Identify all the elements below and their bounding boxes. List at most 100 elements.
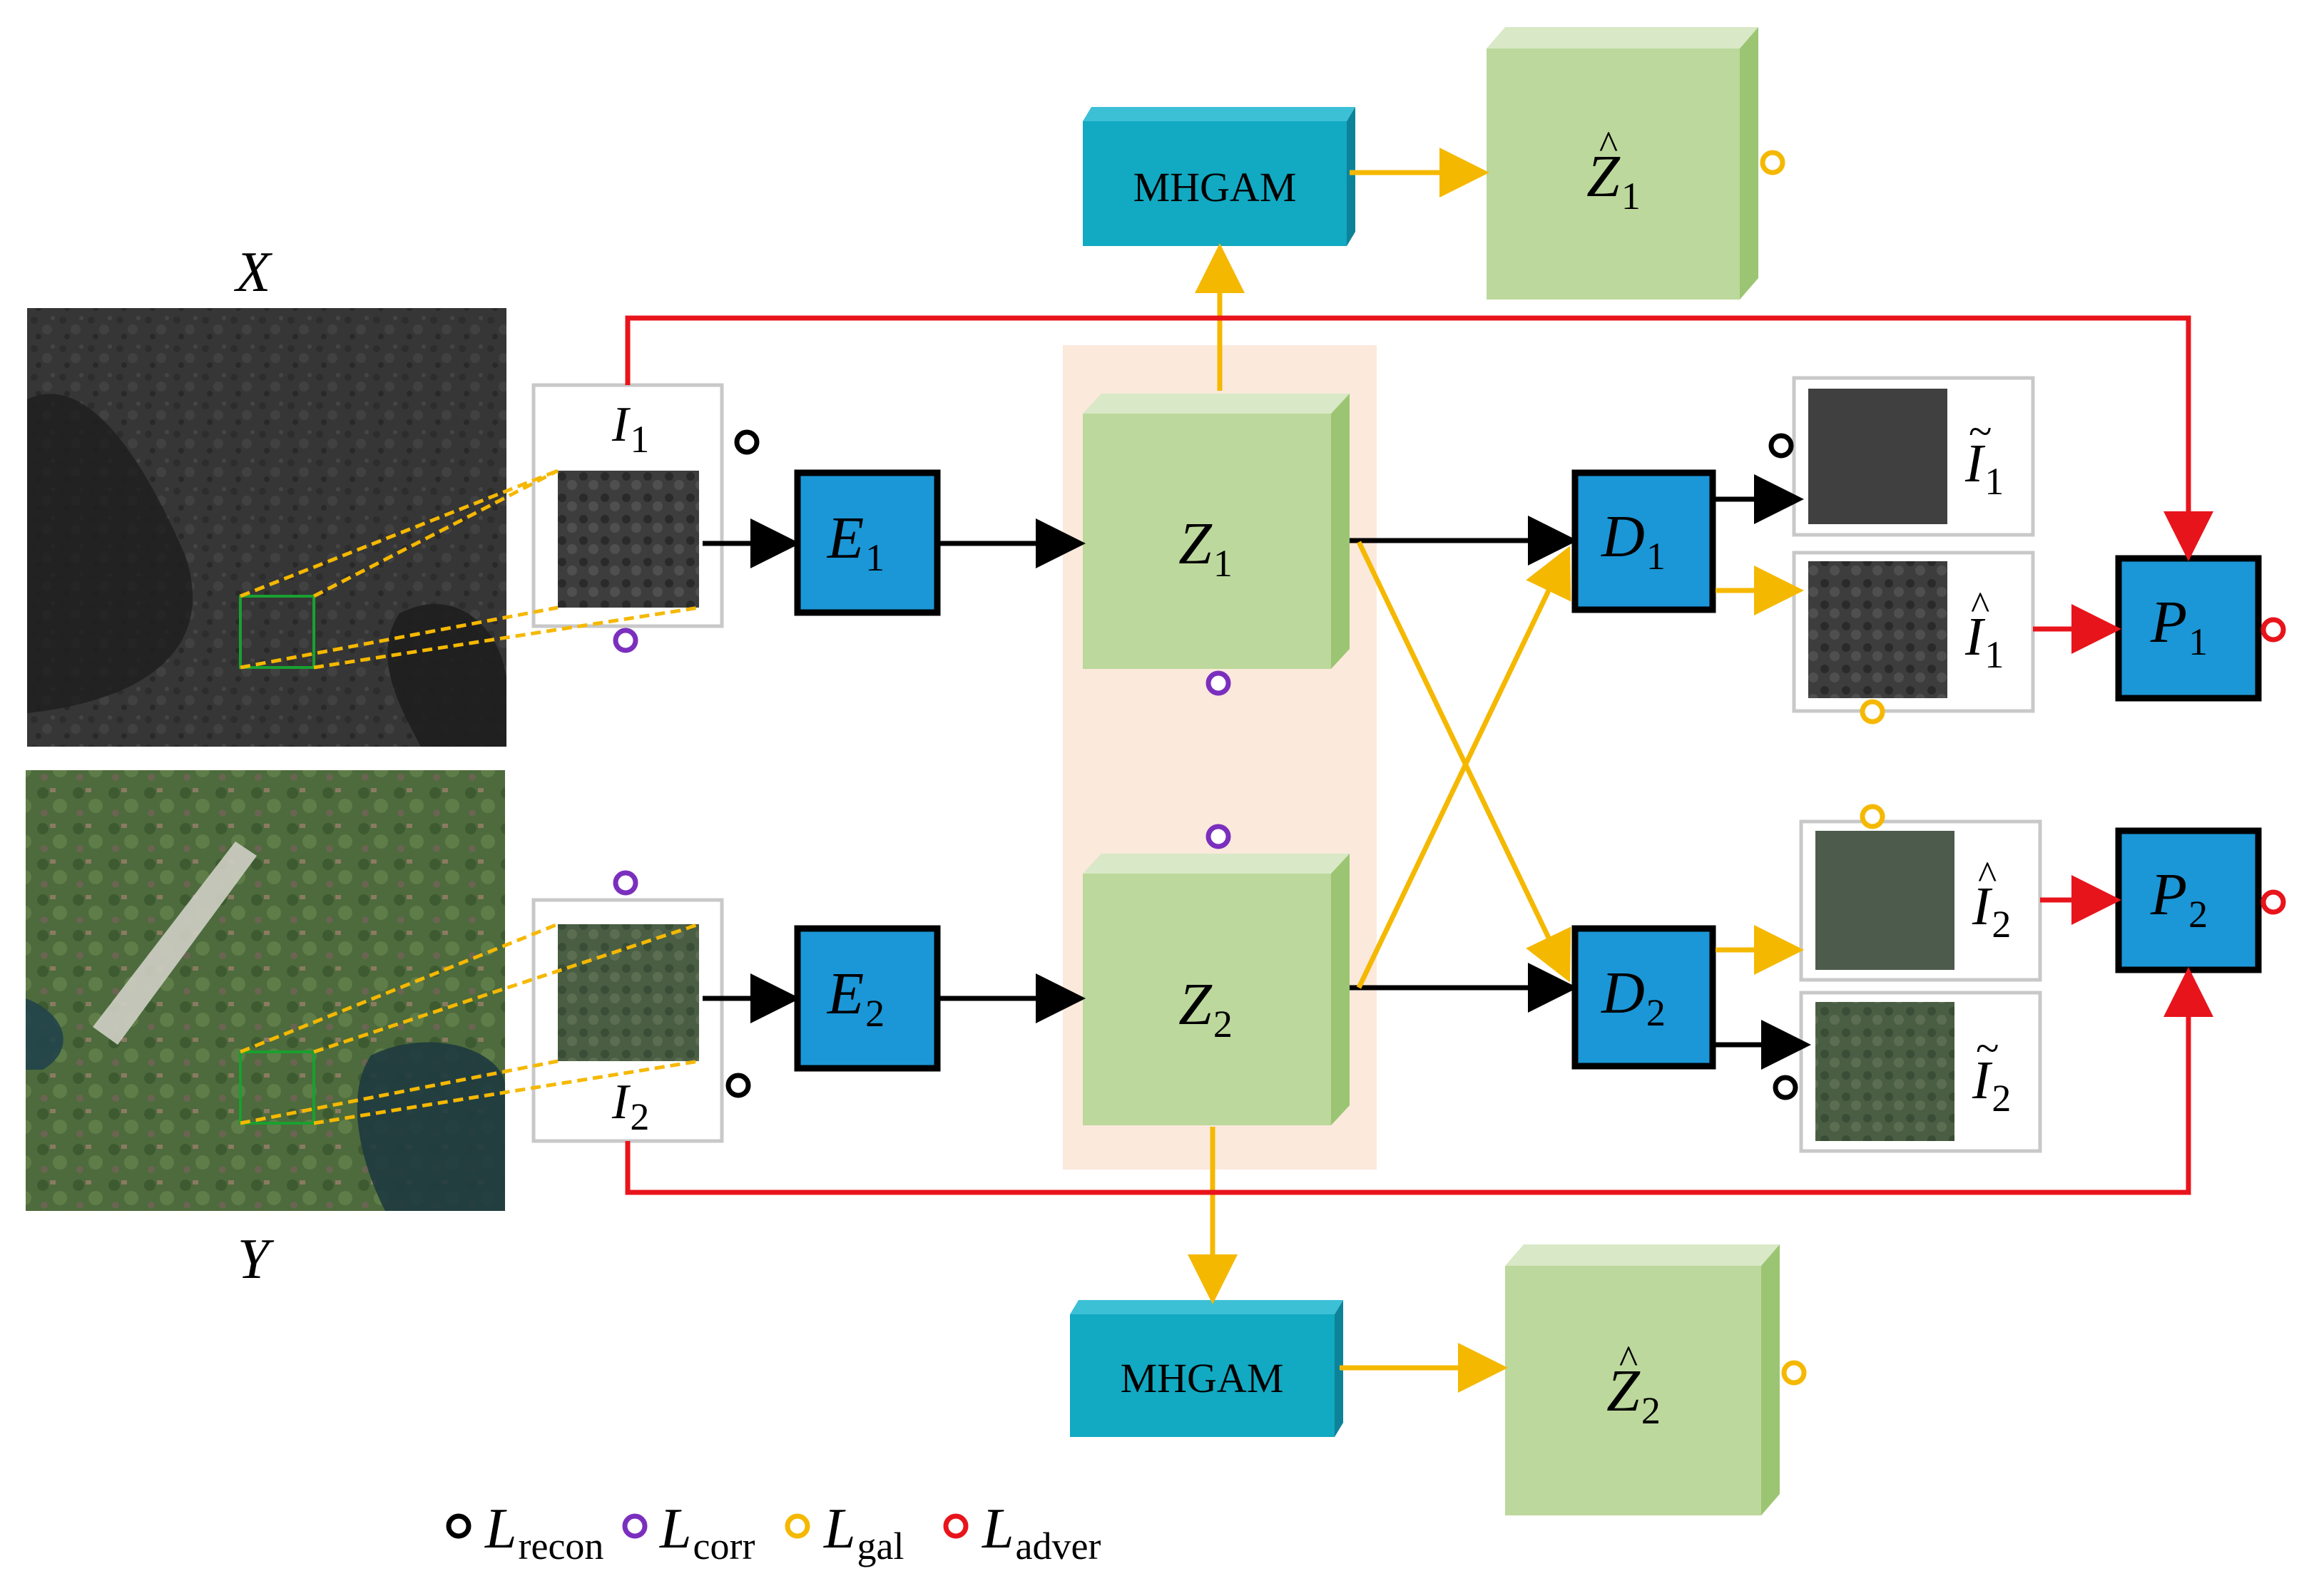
loss-gal-marker-zhat2 bbox=[1781, 1360, 1807, 1386]
zhat-bottom-accent: ^ bbox=[1619, 1338, 1638, 1382]
discriminator-p1-label: P1 bbox=[2150, 589, 2208, 663]
loss-adver-marker-p2 bbox=[2260, 889, 2286, 915]
arrows-yellow bbox=[1188, 148, 1804, 1393]
loss-corr-marker-z1 bbox=[1205, 670, 1231, 696]
latent-z2-top bbox=[1083, 854, 1350, 874]
zhat-top: Z1 ^ bbox=[1487, 27, 1758, 300]
legend-adver-label: Ladver bbox=[982, 1498, 1101, 1567]
zhat-bottom-top bbox=[1505, 1244, 1780, 1266]
output-i2-tilde-accent: ~ bbox=[1976, 1025, 1999, 1072]
encoder-e2-box bbox=[794, 925, 941, 1072]
zhat-bottom-label: Z2 bbox=[1606, 1358, 1661, 1432]
decoder-d2-label: D2 bbox=[1601, 960, 1666, 1034]
image-x-label: X bbox=[234, 241, 273, 304]
output-i1-hat: I1 ^ bbox=[1792, 551, 2035, 713]
sar-crop-marker bbox=[239, 595, 315, 669]
loss-gal-marker-i2-hat bbox=[1860, 804, 1885, 829]
latent-z1: Z1 bbox=[1083, 394, 1350, 669]
legend-item-corr: Lcorr bbox=[622, 1498, 755, 1567]
zhat-top-accent: ^ bbox=[1599, 123, 1618, 168]
zhat-top-label: Z1 bbox=[1586, 143, 1641, 218]
encoder-e2-label: E2 bbox=[827, 961, 885, 1035]
decoder-d2: D2 bbox=[1571, 925, 1716, 1070]
arrows-black bbox=[703, 474, 1811, 1070]
zhat-top-top bbox=[1487, 27, 1758, 48]
patch-i2-label: I2 bbox=[611, 1075, 649, 1138]
zoom-lines-x bbox=[240, 469, 700, 670]
zhat-bottom: Z2 ^ bbox=[1505, 1244, 1780, 1515]
legend-recon-label: Lrecon bbox=[484, 1498, 603, 1567]
patch-i1-image bbox=[558, 471, 699, 608]
arrow-z2-d1 bbox=[1356, 546, 1571, 989]
mhgam-bottom-top bbox=[1070, 1300, 1343, 1314]
legend-corr-label: Lcorr bbox=[659, 1498, 755, 1567]
arrow-i1-p1 bbox=[625, 315, 2213, 561]
mhgam-bottom-label: MHGAM bbox=[1121, 1355, 1284, 1401]
latent-z1-front bbox=[1083, 414, 1331, 669]
output-i1-tilde: I1 ~ bbox=[1792, 376, 2035, 537]
legend-gal-label: Lgal bbox=[823, 1498, 904, 1567]
latent-z2-label: Z2 bbox=[1178, 971, 1233, 1045]
mhgam-top-top bbox=[1083, 107, 1355, 121]
legend-gal-marker bbox=[785, 1513, 810, 1539]
discriminator-p2-label: P2 bbox=[2150, 861, 2208, 936]
optical-runway bbox=[93, 842, 257, 1045]
patch-i1: I1 bbox=[531, 383, 724, 628]
patch-i2-image bbox=[558, 924, 699, 1061]
loss-recon-marker-i1-tilde bbox=[1768, 433, 1794, 459]
loss-gal-marker-i1-hat bbox=[1860, 699, 1885, 725]
loss-gal-marker-zhat1 bbox=[1760, 150, 1785, 175]
discriminator-p2: P2 bbox=[2115, 827, 2262, 973]
optical-water-region bbox=[357, 1042, 505, 1211]
loss-recon-marker-i2-tilde bbox=[1773, 1075, 1798, 1100]
mhgam-top: MHGAM bbox=[1083, 107, 1355, 246]
output-i2-hat: I2 ^ bbox=[1799, 819, 2042, 982]
zoom-lines-y bbox=[240, 922, 700, 1125]
mhgam-top-front bbox=[1083, 121, 1347, 246]
optical-water-region-2 bbox=[26, 998, 63, 1070]
latent-z1-label: Z1 bbox=[1178, 511, 1233, 585]
arrows-red bbox=[625, 315, 2213, 1195]
legend-item-gal: Lgal bbox=[785, 1498, 904, 1567]
patch-i1-label: I1 bbox=[611, 397, 649, 461]
optical-crop-marker bbox=[239, 1050, 315, 1125]
output-i2-tilde: I2 ~ bbox=[1799, 991, 2042, 1153]
latent-z1-side bbox=[1331, 394, 1350, 669]
loss-recon-marker-i2 bbox=[725, 1073, 751, 1098]
mhgam-top-label: MHGAM bbox=[1133, 164, 1297, 210]
sar-water-region bbox=[27, 394, 193, 713]
output-i2-tilde-image bbox=[1815, 1002, 1954, 1141]
zhat-top-side bbox=[1740, 27, 1758, 300]
decoder-d1-label: D1 bbox=[1601, 503, 1666, 578]
output-i1-hat-label: I1 bbox=[1964, 607, 2004, 676]
image-x-group: X bbox=[27, 241, 506, 747]
image-y-label: Y bbox=[238, 1228, 275, 1291]
loss-corr-marker-i2 bbox=[613, 870, 638, 896]
output-i2-tilde-label: I2 bbox=[1972, 1050, 2011, 1120]
latent-z2-side bbox=[1331, 854, 1350, 1125]
mhgam-bottom: MHGAM bbox=[1070, 1300, 1343, 1437]
patch-i2: I2 bbox=[531, 898, 724, 1143]
loss-corr-marker-i1 bbox=[613, 628, 638, 653]
legend-recon-marker bbox=[446, 1513, 471, 1539]
output-i2-hat-label: I2 bbox=[1972, 876, 2011, 946]
mhgam-top-side bbox=[1347, 107, 1355, 246]
legend-item-adver: Ladver bbox=[943, 1498, 1101, 1567]
zhat-top-front bbox=[1487, 48, 1740, 300]
arrow-z1-d2 bbox=[1356, 541, 1571, 983]
sar-water-region-2 bbox=[387, 604, 506, 747]
mhgam-bottom-front bbox=[1070, 1314, 1335, 1437]
zhat-bottom-front bbox=[1505, 1266, 1761, 1515]
zhat-bottom-side bbox=[1761, 1244, 1780, 1515]
legend-adver-marker bbox=[943, 1513, 969, 1539]
latent-z2: Z2 bbox=[1083, 854, 1350, 1125]
loss-recon-marker-i1 bbox=[734, 429, 760, 455]
loss-markers bbox=[613, 150, 2286, 1386]
legend-item-recon: Lrecon bbox=[446, 1498, 603, 1567]
decoder-d2-box bbox=[1571, 925, 1716, 1070]
loss-adver-marker-p1 bbox=[2260, 617, 2286, 643]
output-i1-tilde-label: I1 bbox=[1964, 434, 2004, 503]
output-i2-hat-image bbox=[1815, 831, 1954, 970]
